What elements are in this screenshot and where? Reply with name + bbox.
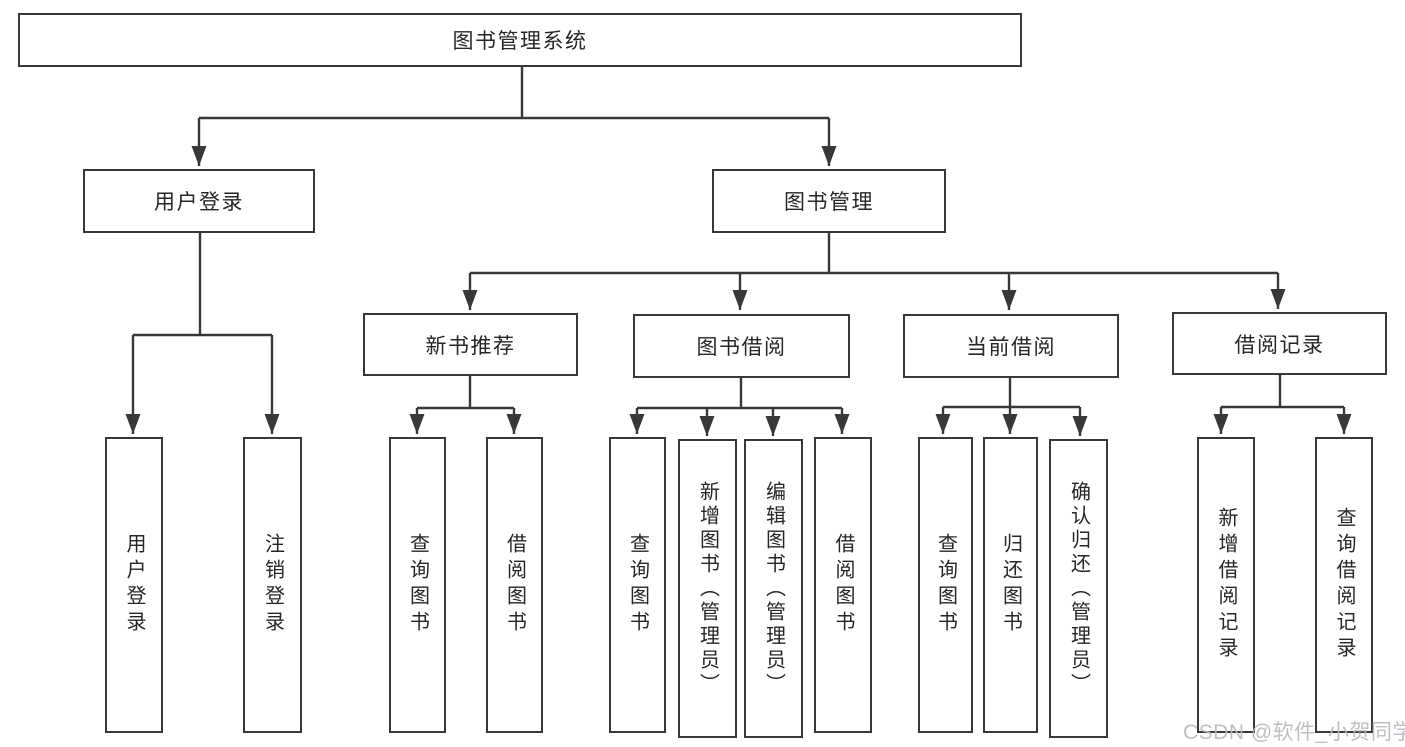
leaf-logout: 注销登录	[243, 437, 302, 733]
leaf-query-borrow-record: 查询借阅记录	[1315, 437, 1373, 733]
node-label: 图书管理系统	[452, 30, 588, 53]
node-label: 新书推荐	[425, 334, 516, 358]
edge-path	[943, 377, 1080, 409]
node-borrow-records: 借阅记录	[1172, 312, 1387, 375]
node-book-management: 图书管理	[712, 169, 946, 233]
node-book-borrow: 图书借阅	[633, 314, 850, 378]
csdn-watermark: CSDN @软件_小贺同学	[1183, 721, 1405, 744]
leaf-label: 借阅图书	[832, 533, 854, 637]
leaf-label: 用户登录	[123, 533, 145, 637]
leaf-borrow-books: 借阅图书	[814, 437, 872, 733]
leaf-edit-books-admin: 编辑图书（管理员）	[744, 439, 803, 738]
connector-book-management-children	[462, 233, 1286, 310]
node-label: 用户登录	[154, 191, 244, 214]
node-current-borrow: 当前借阅	[903, 314, 1119, 378]
connector-root-to-level2	[191, 67, 837, 166]
node-label: 图书借阅	[696, 336, 787, 359]
edge-path	[417, 376, 514, 410]
edge-path	[637, 377, 842, 410]
node-label: 当前借阅	[966, 336, 1056, 359]
leaf-label: 归还图书	[999, 533, 1022, 637]
leaf-label: 新增图书（管理员）	[696, 480, 719, 697]
leaf-label: 查询图书	[406, 533, 429, 637]
connector-user-login-children	[125, 233, 280, 434]
leaf-add-borrow-record: 新增借阅记录	[1197, 437, 1255, 733]
leaf-add-books-admin: 新增图书（管理员）	[678, 439, 737, 738]
connector-book-borrow-children	[629, 377, 850, 436]
node-user-login: 用户登录	[83, 169, 315, 233]
leaf-label: 查询图书	[626, 533, 649, 637]
leaf-label: 借阅图书	[503, 533, 526, 637]
node-label: 借阅记录	[1234, 333, 1325, 357]
leaf-user-login: 用户登录	[105, 437, 163, 733]
leaf-return-books: 归还图书	[983, 437, 1038, 733]
leaf-confirm-return-admin: 确认归还（管理员）	[1049, 439, 1108, 738]
leaf-label: 编辑图书（管理员）	[762, 480, 785, 697]
connector-new-book-children	[409, 376, 522, 434]
node-library-system: 图书管理系统	[18, 13, 1022, 67]
connector-current-borrow-children	[935, 377, 1088, 436]
edge-path	[199, 67, 829, 120]
leaf-label: 确认归还（管理员）	[1067, 480, 1090, 697]
leaf-query-books-recommend: 查询图书	[389, 437, 446, 733]
node-new-book-recommend: 新书推荐	[363, 313, 578, 376]
connector-borrow-record-children	[1213, 375, 1352, 434]
leaf-query-books-borrow: 查询图书	[609, 437, 666, 733]
leaf-label: 查询图书	[934, 533, 957, 637]
leaf-borrow-books-recommend: 借阅图书	[486, 437, 543, 733]
leaf-query-books-current: 查询图书	[918, 437, 973, 733]
leaf-label: 查询借阅记录	[1333, 507, 1355, 663]
edge-path	[133, 233, 272, 337]
node-label: 图书管理	[784, 191, 874, 214]
leaf-label: 注销登录	[261, 533, 284, 637]
edge-path	[470, 233, 1278, 275]
edge-path	[1221, 375, 1344, 409]
leaf-label: 新增借阅记录	[1215, 507, 1237, 663]
